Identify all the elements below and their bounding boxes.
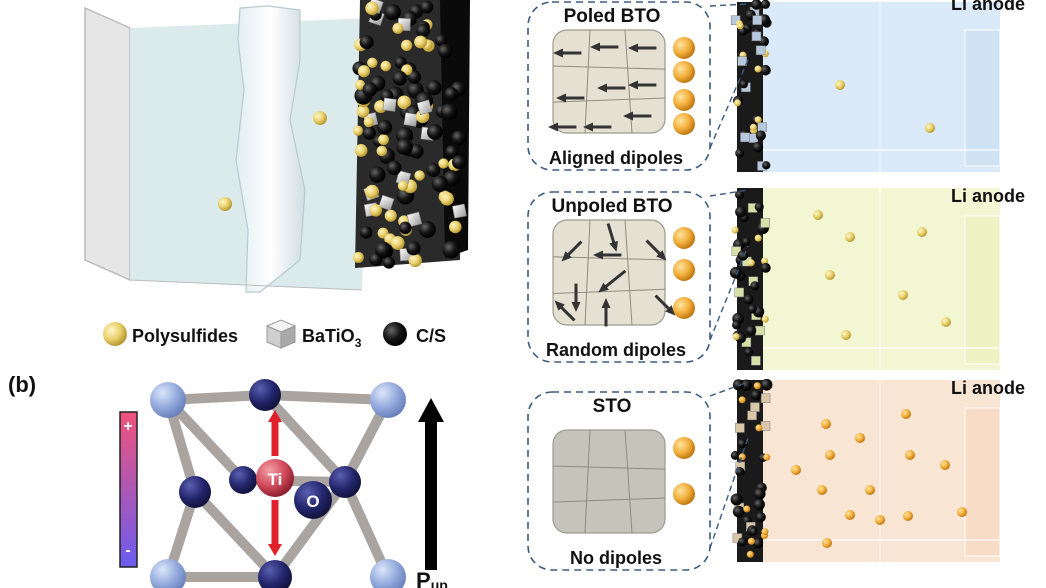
separator-layer xyxy=(235,5,306,293)
polysulfide-particle xyxy=(673,37,695,59)
legend-polysulfides: Polysulfides xyxy=(132,326,238,346)
inset-frame xyxy=(527,391,711,571)
inset-title: Unpoled BTO xyxy=(551,196,672,217)
inset-caption: No dipoles xyxy=(570,548,662,568)
polysulfide-particle xyxy=(957,507,967,517)
polysulfide-legend-icon xyxy=(103,322,127,346)
grain-block xyxy=(552,219,666,326)
li-anode-label: Li anode xyxy=(951,0,1025,14)
grain-block xyxy=(552,29,666,134)
legend-a: Polysulfides BaTiO3 C/S xyxy=(103,319,446,350)
polysulfide-particle xyxy=(825,270,835,280)
titanium-atom xyxy=(256,459,294,497)
li-anode-label: Li anode xyxy=(951,378,1025,398)
legend-batio3-subscript: 3 xyxy=(355,336,362,350)
polysulfide-particle xyxy=(673,437,695,459)
cell-1: Li anode Poled BTO Aligned dipoles xyxy=(527,0,1025,172)
svg-text:BaTiO3: BaTiO3 xyxy=(302,326,362,350)
polysulfide-particle xyxy=(817,485,827,495)
polysulfide-particle xyxy=(841,330,851,340)
polysulfide-particle xyxy=(791,465,801,475)
oxygen-atom-back xyxy=(229,466,257,494)
polysulfide-particle xyxy=(673,259,695,281)
polysulfide-particle xyxy=(822,538,832,548)
polysulfide-particle xyxy=(835,80,845,90)
polysulfide-particle xyxy=(855,433,865,443)
inset-title: STO xyxy=(593,396,632,417)
li-anode-label: Li anode xyxy=(951,186,1025,206)
polysulfide-particle xyxy=(218,197,232,211)
polysulfide-particle xyxy=(941,317,951,327)
corner-atom xyxy=(150,559,186,588)
polysulfide-particle xyxy=(813,210,823,220)
oxygen-atom-right xyxy=(329,466,361,498)
cathode-particles xyxy=(352,0,467,269)
inset-caption: Random dipoles xyxy=(546,340,686,360)
o-label: O xyxy=(306,492,319,511)
legend-batio3: BaTiO xyxy=(302,326,355,346)
polysulfide-particle xyxy=(845,232,855,242)
panel-b-label: (b) xyxy=(8,372,36,397)
polysulfide-particle xyxy=(865,485,875,495)
polarization-arrow: Pup xyxy=(416,398,448,588)
polysulfide-particle xyxy=(875,515,885,525)
grain-block xyxy=(552,429,666,534)
polysulfide-particle xyxy=(898,290,908,300)
polysulfide-particle xyxy=(673,483,695,505)
corner-atom xyxy=(370,382,406,418)
oxygen-atom-bottom xyxy=(258,560,292,588)
polarity-bar: + - xyxy=(119,411,138,568)
polysulfide-particle xyxy=(905,450,915,460)
li-anode-block xyxy=(964,407,1001,557)
legend-cs: C/S xyxy=(416,326,446,346)
cs-legend-icon xyxy=(383,322,407,346)
inset-caption: Aligned dipoles xyxy=(549,148,683,168)
svg-text:Pup: Pup xyxy=(416,568,448,588)
dipole-arrow xyxy=(602,269,627,290)
polarity-plus: + xyxy=(123,418,132,435)
polysulfide-particle xyxy=(845,510,855,520)
ti-label: Ti xyxy=(268,470,283,489)
inset-title: Poled BTO xyxy=(564,6,661,27)
cell-3d-illustration xyxy=(84,0,470,293)
batio3-cube-icon xyxy=(265,319,297,349)
oxygen-atom-left xyxy=(179,476,211,508)
polysulfide-particle xyxy=(673,227,695,249)
polysulfide-particle xyxy=(313,111,327,125)
inset-frame xyxy=(527,191,711,363)
inset-frame xyxy=(527,1,711,171)
corner-atom xyxy=(370,559,406,588)
perovskite-unit-cell: Ti O xyxy=(150,379,406,588)
li-anode-block xyxy=(964,29,1001,167)
oxygen-atom-front xyxy=(294,481,332,519)
corner-atom xyxy=(150,382,186,418)
polysulfide-particle xyxy=(825,450,835,460)
polysulfide-particle xyxy=(901,409,911,419)
polarity-minus: - xyxy=(125,542,130,559)
polysulfide-particle xyxy=(917,227,927,237)
polysulfide-particle xyxy=(821,419,831,429)
polysulfide-particle xyxy=(940,460,950,470)
polysulfide-particle xyxy=(673,297,695,319)
polysulfide-particle xyxy=(903,511,913,521)
li-anode-block xyxy=(964,215,1001,365)
pup-label: P xyxy=(416,568,431,588)
pup-subscript: up xyxy=(431,577,448,588)
polysulfide-particle xyxy=(673,61,695,83)
oxygen-atom-top xyxy=(249,379,281,411)
polysulfide-particle xyxy=(673,113,695,135)
polysulfide-particle xyxy=(925,123,935,133)
polysulfide-particle xyxy=(673,89,695,111)
